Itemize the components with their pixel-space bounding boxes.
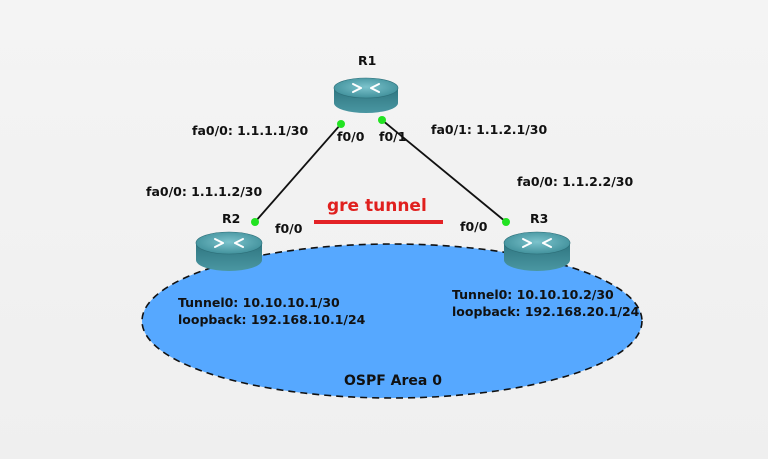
r1-fa00-address: fa0/0: 1.1.1.1/30 bbox=[192, 123, 309, 138]
r2-fa00-address: fa0/0: 1.1.1.2/30 bbox=[146, 184, 263, 199]
r2-config-block: Tunnel0: 10.10.10.1/30 loopback: 192.168… bbox=[178, 295, 365, 329]
r3-tunnel-address: Tunnel0: 10.10.10.2/30 bbox=[452, 287, 614, 302]
r3-loopback-address: loopback: 192.168.20.1/24 bbox=[452, 303, 640, 319]
r1-f00-status-dot bbox=[337, 120, 345, 128]
r2-f00-status-dot bbox=[251, 218, 259, 226]
ospf-area-label: OSPF Area 0 bbox=[344, 373, 442, 389]
r1-f01-status-dot bbox=[378, 116, 386, 124]
ospf-area-ellipse bbox=[141, 243, 643, 399]
r1-if-f00-label: f0/0 bbox=[337, 129, 365, 144]
r2-if-f00-label: f0/0 bbox=[275, 221, 303, 236]
router-r3-label: R3 bbox=[530, 211, 549, 226]
gre-tunnel-label: gre tunnel bbox=[327, 196, 427, 216]
r3-config-block: Tunnel0: 10.10.10.2/30 loopback: 192.168… bbox=[452, 287, 639, 321]
router-r2-label: R2 bbox=[222, 211, 241, 226]
router-r3-icon bbox=[503, 231, 571, 271]
r2-tunnel-address: Tunnel0: 10.10.10.1/30 bbox=[178, 295, 340, 310]
r1-if-f01-label: f0/1 bbox=[379, 129, 407, 144]
router-r2-icon bbox=[195, 231, 263, 271]
r2-loopback-address: loopback: 192.168.10.1/24 bbox=[178, 311, 366, 327]
router-r1-label: R1 bbox=[358, 53, 377, 68]
r3-fa00-address: fa0/0: 1.1.2.2/30 bbox=[517, 174, 634, 189]
r1-fa01-address: fa0/1: 1.1.2.1/30 bbox=[431, 122, 548, 137]
r3-f00-status-dot bbox=[502, 218, 510, 226]
router-r1-icon bbox=[333, 77, 399, 113]
link-r1-r3 bbox=[381, 119, 507, 223]
link-r1-r2 bbox=[254, 123, 342, 223]
r3-if-f00-label: f0/0 bbox=[460, 219, 488, 234]
